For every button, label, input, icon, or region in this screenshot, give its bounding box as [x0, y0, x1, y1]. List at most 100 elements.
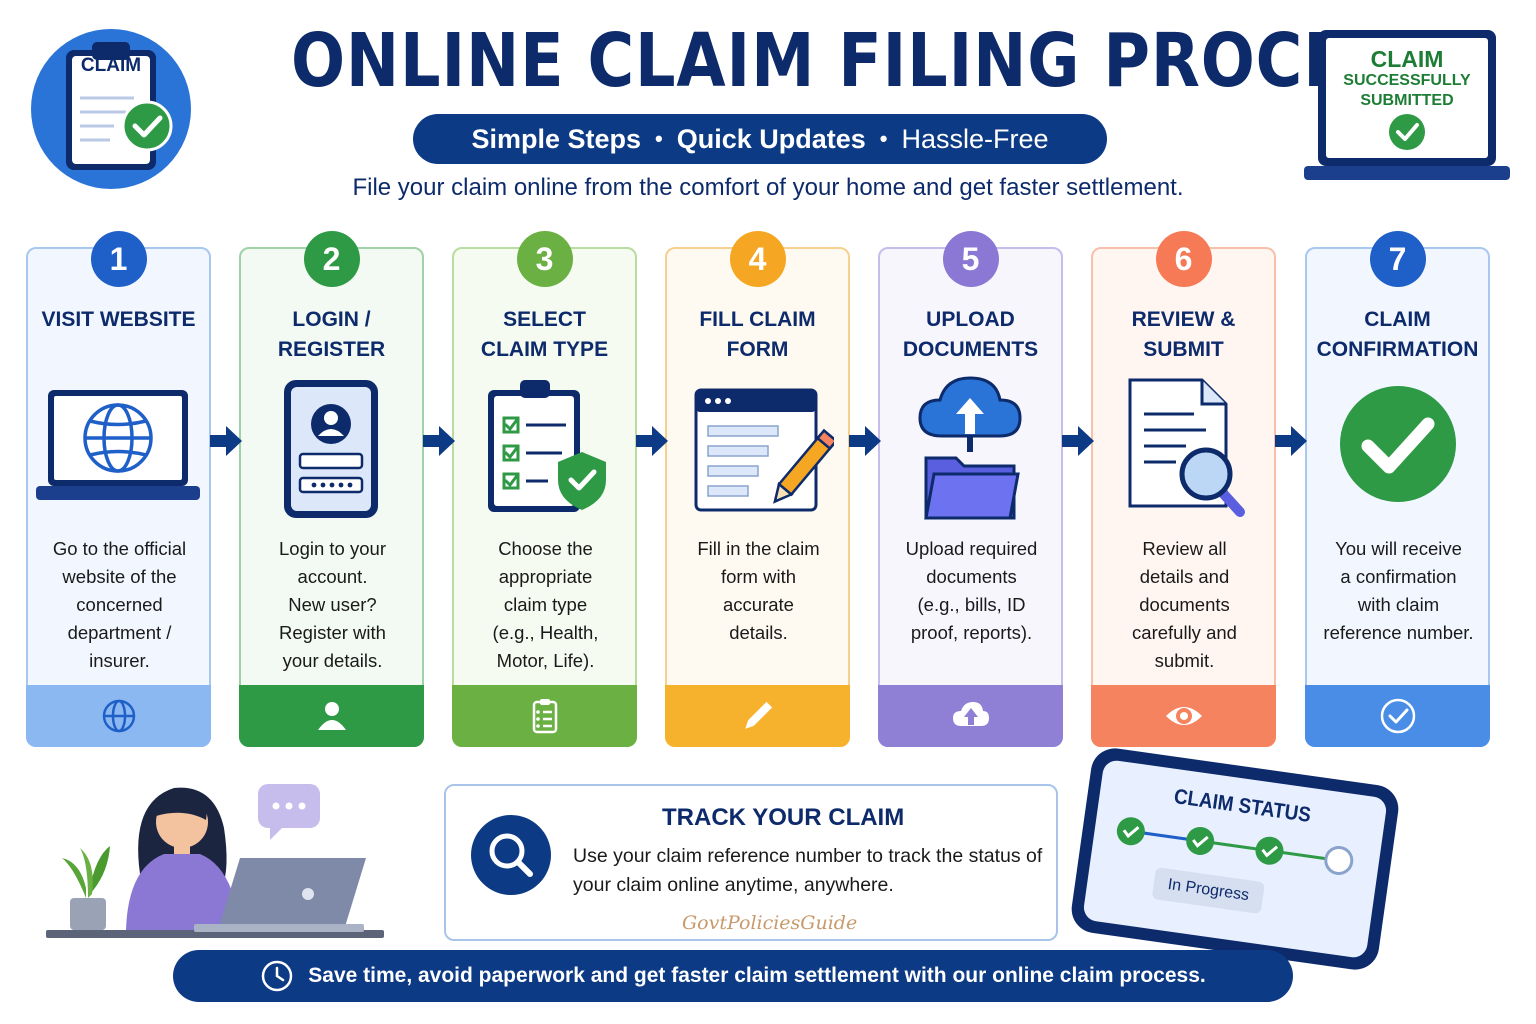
step-title-line1: LOGIN / — [292, 308, 371, 331]
step-desc-line: details. — [729, 622, 788, 643]
shield-icon — [558, 452, 606, 510]
step-footer — [1091, 685, 1276, 747]
check-circle-icon — [1380, 698, 1415, 734]
step-title: CLAIM CONFIRMATION — [1307, 305, 1488, 365]
step-desc-line: form with — [720, 566, 797, 587]
step-title-line1: FILL CLAIM — [699, 308, 816, 331]
laptop-globe-illustration — [36, 390, 200, 500]
checklist-illustration — [488, 380, 606, 512]
step-number: 5 — [942, 231, 999, 287]
arrow-right-icon — [423, 426, 455, 456]
page-title: ONLINE CLAIM FILING PROCESS — [290, 18, 1439, 104]
pill-item-simple: Simple Steps — [471, 123, 642, 154]
step-footer — [26, 685, 211, 747]
step-desc-line: details and — [1139, 566, 1230, 587]
step-title-line2: DOCUMENTS — [902, 338, 1039, 361]
user-icon — [317, 702, 346, 730]
step-desc-line: Upload required — [905, 538, 1038, 559]
step-footer — [665, 685, 850, 747]
claim-status-phone: CLAIM STATUS In Progress — [1068, 745, 1402, 973]
pencil-icon — [773, 428, 834, 504]
chat-bubble-icon — [258, 784, 320, 840]
step-title: SELECT CLAIM TYPE — [454, 305, 635, 365]
step-desc-line: Fill in the claim — [697, 538, 820, 559]
arrow-right-icon — [636, 426, 668, 456]
step-title: FILL CLAIM FORM — [667, 305, 848, 365]
step-desc-line: New user? — [288, 594, 377, 615]
pill-separator: • — [655, 126, 663, 151]
step-title-line2: SUBMIT — [1143, 338, 1224, 361]
step-desc-line: appropriate — [498, 566, 593, 587]
step-title-line1: SELECT — [503, 308, 586, 331]
step-title: UPLOAD DOCUMENTS — [880, 305, 1061, 365]
step-footer — [1305, 685, 1490, 747]
step-desc-line: proof, reports). — [910, 622, 1033, 643]
step-desc-line: a confirmation — [1340, 566, 1457, 587]
claim-clipboard-badge — [31, 29, 191, 189]
step-title-line1: CLAIM — [1364, 308, 1431, 331]
track-title: TRACK YOUR CLAIM — [662, 804, 905, 831]
step-desc-line: Register with — [279, 622, 386, 643]
cloud-upload-icon — [952, 702, 989, 726]
track-claim-box: TRACK YOUR CLAIM Use your claim referenc… — [444, 784, 1058, 941]
subtitle: File your claim online from the comfort … — [352, 174, 1184, 201]
step-desc-line: You will receive — [1335, 538, 1462, 559]
plant-icon — [62, 846, 110, 930]
step-desc-line: website of the — [62, 566, 177, 587]
step-title-line2: REGISTER — [277, 338, 386, 361]
step-number: 4 — [729, 231, 786, 287]
pencil-icon — [744, 701, 772, 729]
arrow-right-icon — [1275, 426, 1307, 456]
watermark: GovtPoliciesGuide — [682, 912, 858, 934]
step-title: REVIEW & SUBMIT — [1093, 305, 1274, 365]
step-title-line2: FORM — [726, 338, 789, 361]
laptop-success-icon — [1304, 30, 1510, 180]
laptop-line-claim: CLAIM — [1370, 46, 1444, 72]
phone-login-illustration — [284, 380, 378, 518]
step-done-icon — [1116, 817, 1145, 846]
clock-icon — [262, 960, 293, 992]
step-desc-line: department / — [67, 622, 172, 643]
step-desc-line: concerned — [76, 594, 163, 615]
step-desc-line: (e.g., Health, — [492, 622, 599, 643]
step-done-icon — [1186, 826, 1215, 855]
globe-icon — [102, 699, 135, 733]
laptop-line-successfully: SUCCESSFULLY — [1343, 72, 1471, 89]
step-desc-line: Review all — [1142, 538, 1227, 559]
step-description: Choose the appropriate claim type (e.g., He… — [462, 535, 629, 675]
step-number: 3 — [516, 231, 573, 287]
step-pending-icon — [1324, 845, 1354, 875]
step-desc-line: with claim — [1357, 594, 1440, 615]
bottom-banner-text: Save time, avoid paperwork and get faste… — [308, 964, 1206, 987]
step-title: LOGIN / REGISTER — [241, 305, 422, 365]
pill-item-quick: Quick Updates — [676, 123, 866, 154]
step-number: 7 — [1369, 231, 1426, 287]
step-desc-line: insurer. — [89, 650, 150, 671]
step-desc-line: claim type — [503, 594, 588, 615]
step-desc-line: your details. — [282, 650, 383, 671]
step-desc-line: Login to your — [279, 538, 386, 559]
step-footer — [452, 685, 637, 747]
arrow-right-icon — [849, 426, 881, 456]
bottom-banner: Save time, avoid paperwork and get faste… — [173, 950, 1293, 1002]
step-desc-line: submit. — [1154, 650, 1215, 671]
step-number: 6 — [1155, 231, 1212, 287]
step-number: 1 — [90, 231, 147, 287]
step-desc-line: Choose the — [498, 538, 593, 559]
step-description: You will receive a confirmation with claim… — [1315, 535, 1482, 647]
clipboard-label: CLAIM — [80, 55, 142, 76]
step-desc-line: carefully and — [1132, 622, 1237, 643]
step-title-line2: CONFIRMATION — [1316, 338, 1479, 361]
status-progress-track — [1116, 817, 1354, 875]
laptop-line-submitted: SUBMITTED — [1360, 92, 1454, 109]
cloud-folder-illustration — [918, 376, 1022, 520]
step-desc-line: documents — [926, 566, 1017, 587]
magnifier-icon — [1179, 447, 1245, 517]
document-review-illustration — [1128, 378, 1245, 517]
step-desc-line: accurate — [723, 594, 794, 615]
check-icon — [121, 100, 173, 152]
step-title-line1: UPLOAD — [926, 308, 1015, 331]
search-icon — [471, 815, 551, 895]
